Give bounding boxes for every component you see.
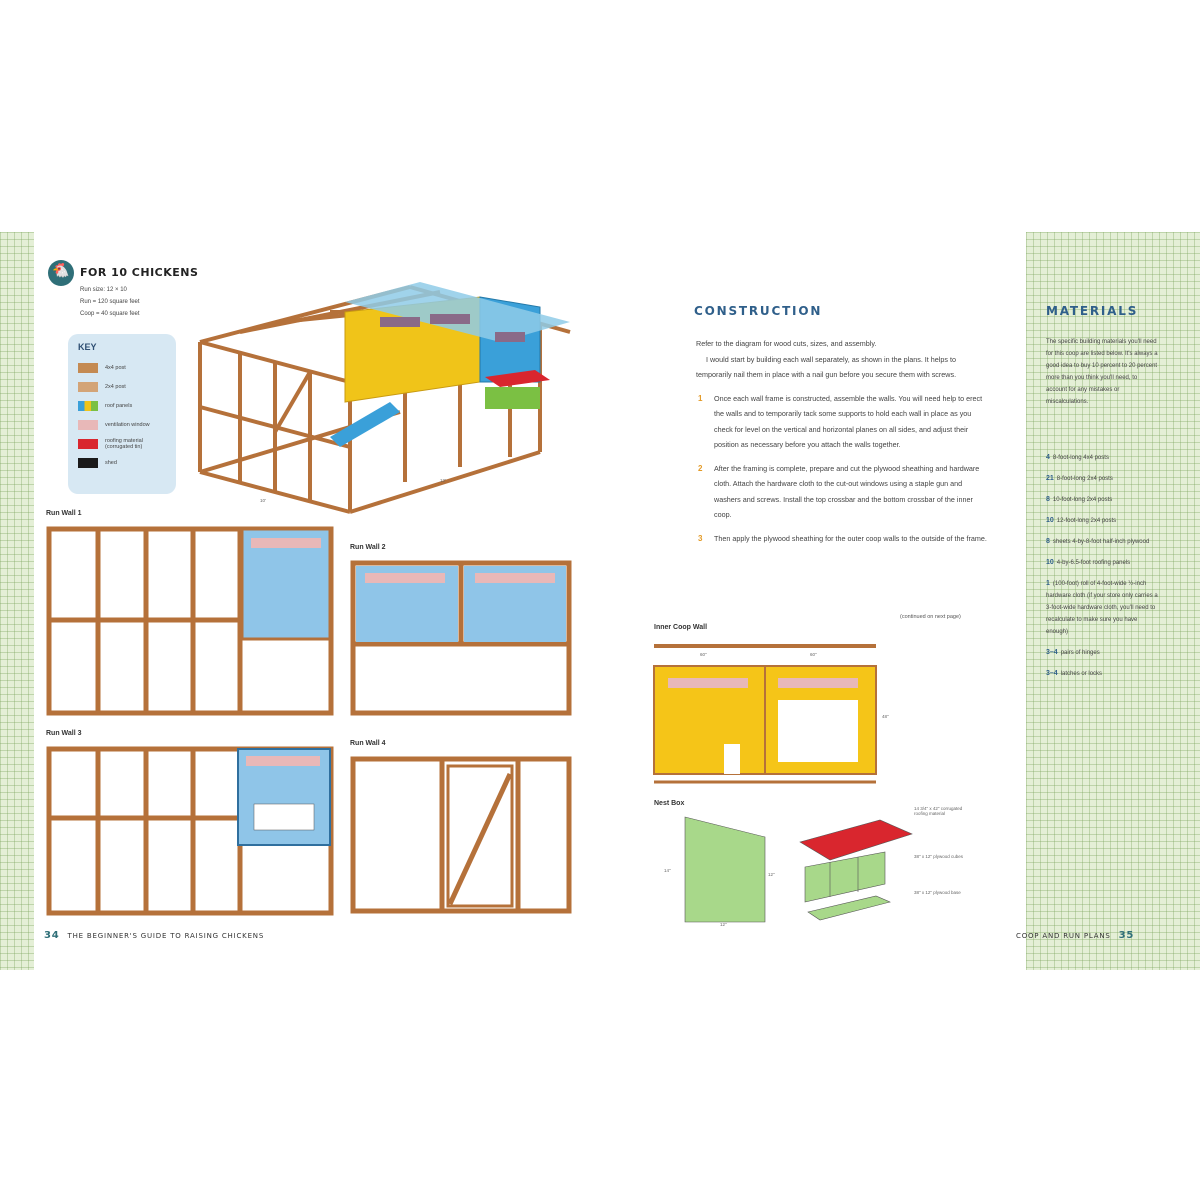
nest-label-base: 38" x 12" plywood base (914, 890, 961, 895)
key-item: roof panels (78, 396, 166, 415)
plan-specs: Run size: 12 × 10 Run = 120 square feet … (80, 287, 140, 317)
key-item: shed (78, 453, 166, 472)
key-item: roofing material (corrugated tin) (78, 434, 166, 453)
swatch (78, 419, 98, 430)
left-grid-margin (0, 232, 34, 970)
materials-intro: The specific building materials you'll n… (1046, 339, 1158, 405)
run-wall-4-diagram (350, 756, 572, 914)
plan-title: FOR 10 CHICKENS (80, 266, 199, 279)
construction-body: Refer to the diagram for wood cuts, size… (696, 336, 990, 546)
swatch (78, 381, 98, 392)
right-grid-margin (1026, 232, 1200, 970)
nest-label-roof: 14 3/4" x 42" corrugated roofing materia… (914, 806, 963, 816)
construction-title: CONSTRUCTION (694, 304, 823, 318)
nest-dim-c: 12" (720, 922, 727, 927)
list-item: 1(100-foot) roll of 4-foot-wide ½-inch h… (1046, 580, 1158, 635)
inner-coop-wall-label: Inner Coop Wall (654, 624, 708, 631)
inner-coop-wall-diagram (653, 644, 877, 784)
run-wall-1-label: Run Wall 1 (46, 510, 82, 517)
nest-dim-b: 12" (768, 872, 775, 877)
continued-note: (continued on next page) (900, 614, 961, 620)
swatch (78, 438, 98, 449)
nest-label-cubes: 38" x 12" plywood cubes (914, 854, 963, 859)
key-item: 2x4 post (78, 377, 166, 396)
dim-inner-w1: 60" (700, 652, 707, 657)
coop-3d-diagram (198, 282, 571, 514)
dim-width: 10' (260, 498, 266, 503)
materials-title: MATERIALS (1046, 304, 1139, 318)
run-wall-3-label: Run Wall 3 (46, 730, 82, 737)
run-wall-3-diagram (46, 746, 334, 916)
nest-box-label: Nest Box (654, 800, 685, 807)
run-wall-2-label: Run Wall 2 (350, 544, 386, 551)
construction-intro-2: I would start by building each wall sepa… (696, 354, 957, 380)
key-item: 4x4 post (78, 358, 166, 377)
dim-length: 12' (440, 478, 446, 483)
chicken-icon (48, 260, 74, 286)
key-title: KEY (78, 342, 97, 352)
run-wall-4-label: Run Wall 4 (350, 740, 386, 747)
dim-inner-w2: 60" (810, 652, 817, 657)
nest-box-diagram (684, 816, 913, 923)
key-legend: KEY 4x4 post 2x4 post roof panels ventil… (68, 334, 176, 494)
run-wall-2-diagram (350, 560, 572, 716)
key-item: ventilation window (78, 415, 166, 434)
nest-dim-a: 14" (664, 868, 671, 873)
book-spread: FOR 10 CHICKENS Run size: 12 × 10 Run = … (0, 232, 1200, 970)
construction-intro: Refer to the diagram for wood cuts, size… (696, 339, 877, 348)
swatch (78, 362, 98, 373)
run-wall-1-diagram (46, 526, 334, 716)
swatch (78, 457, 98, 468)
dim-inner-h: 48" (882, 714, 889, 719)
swatch (78, 400, 98, 411)
